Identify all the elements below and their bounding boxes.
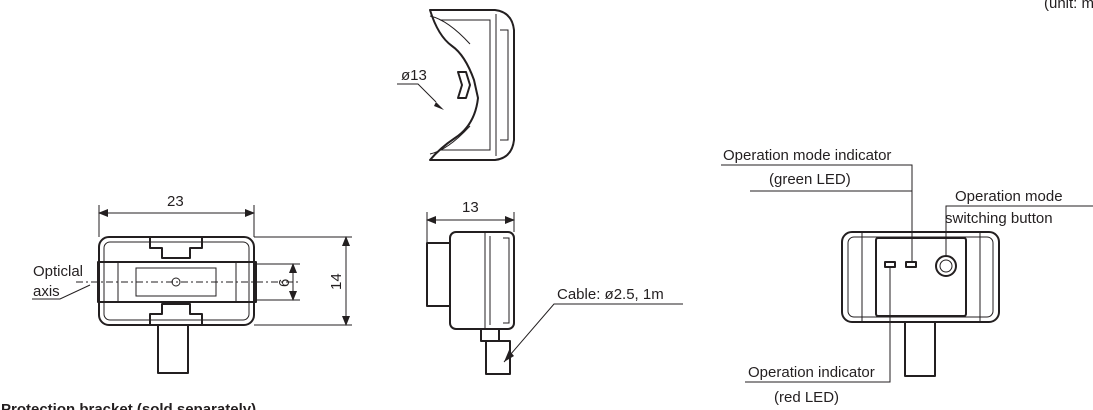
diameter-leader [397, 83, 437, 103]
rear-panel [875, 237, 967, 317]
op-indicator-line1: Operation indicator [748, 364, 875, 381]
inner-label: 6 [276, 279, 293, 287]
mode-indicator-line2: (green LED) [769, 171, 851, 188]
rear-cable [904, 321, 936, 377]
op-indicator-line2: (red LED) [774, 389, 839, 406]
cable-label: Cable: ø2.5, 1m [557, 286, 664, 303]
front-view-body [98, 236, 255, 326]
side-view: 13 Cable: ø2.5, 1m [426, 199, 683, 375]
cable-leader [503, 303, 683, 363]
switch-line1: Operation mode [955, 188, 1063, 205]
axis-label-line2: axis [33, 283, 60, 300]
green-led [905, 261, 917, 268]
rear-view-body [841, 231, 1000, 323]
front-cable [157, 324, 189, 374]
depth-label: 13 [462, 199, 479, 216]
diameter-label: ø13 [401, 67, 427, 84]
top-view-body [429, 9, 515, 161]
side-view-body [449, 231, 515, 330]
height-label: 14 [328, 273, 345, 290]
switch-line2: switching button [945, 210, 1053, 227]
axis-label-line1: Opticlal [33, 263, 83, 280]
top-view: ø13 [397, 9, 515, 161]
mode-indicator-leader [721, 164, 913, 262]
mode-indicator-line1: Operation mode indicator [723, 147, 891, 164]
unit-note: (unit: mm) [1044, 0, 1093, 12]
rear-view: Operation mode indicator (green LED) Ope… [721, 147, 1093, 406]
lens-window [457, 71, 471, 99]
front-view: Opticlal axis 23 6 14 [32, 193, 352, 374]
op-indicator-leader [745, 267, 891, 383]
axis-leader [32, 284, 91, 300]
width-label: 23 [167, 193, 184, 210]
switch-leader [945, 205, 1093, 256]
bottom-heading: Protection bracket (sold separately) [1, 401, 256, 410]
